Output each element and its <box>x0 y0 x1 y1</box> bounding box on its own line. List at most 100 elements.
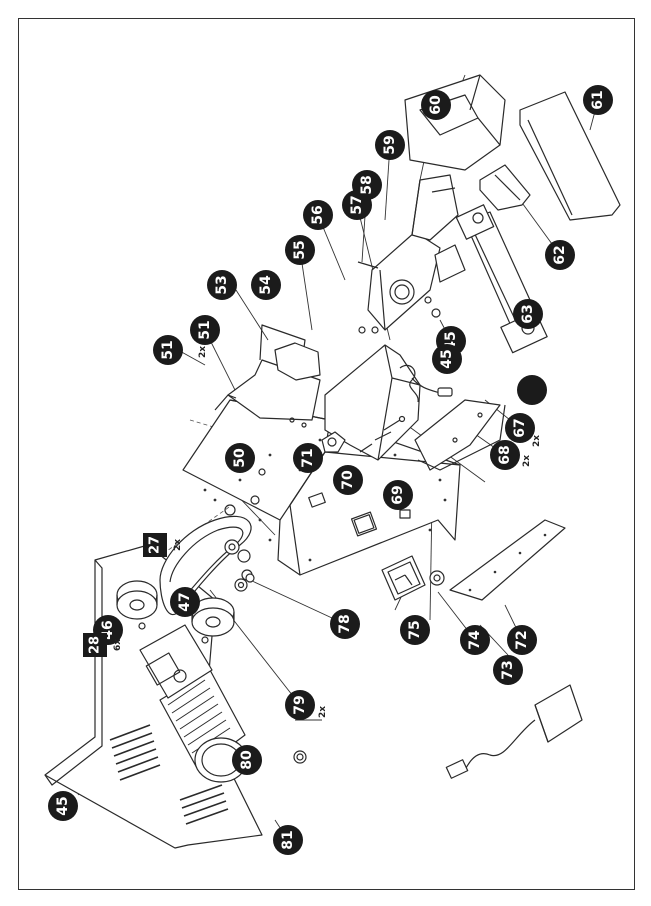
callout-c71: 71 <box>293 443 323 473</box>
reference-box-b28: 28 <box>83 633 107 657</box>
callout-number: 50 <box>232 448 248 468</box>
part-78-spacer <box>245 573 255 583</box>
reference-number: 27 <box>147 535 163 555</box>
callout-c47: 47 <box>170 587 200 617</box>
part-58-chute-body <box>367 231 441 334</box>
quantity-label-q79: 2x <box>318 705 328 719</box>
reference-box-b27: 27 <box>143 533 167 557</box>
callout-c81: 81 <box>273 825 303 855</box>
callout-number: 75 <box>407 620 423 640</box>
callout-disc <box>170 587 200 617</box>
callout-disc <box>333 465 363 495</box>
part-68-pins <box>374 415 406 441</box>
callout-disc <box>303 200 333 230</box>
small-washers <box>138 622 307 764</box>
part-70-knob <box>321 431 346 453</box>
callout-disc <box>493 655 523 685</box>
callout-c73: 73 <box>493 655 523 685</box>
part-46-pulley <box>116 580 158 620</box>
callout-c53: 53 <box>207 270 237 300</box>
callout-c79: 79 <box>285 690 315 720</box>
part-61-long-cover <box>519 91 621 221</box>
part-69-screw <box>359 443 373 453</box>
callout-disc <box>232 745 262 775</box>
callout-c51a: 51 <box>153 335 183 365</box>
callout-number: 79 <box>292 695 308 715</box>
callout-number: 55 <box>292 240 308 260</box>
part-62-bracket <box>479 164 531 211</box>
callout-c68: 68 <box>490 440 520 470</box>
callout-number: 68 <box>497 445 513 465</box>
callout-disc <box>400 615 430 645</box>
callout-c50: 50 <box>225 443 255 473</box>
callout-number: 54 <box>258 275 274 295</box>
callout-number: 73 <box>500 660 516 680</box>
callout-number: 60 <box>428 95 444 115</box>
callout-number: 74 <box>467 630 483 650</box>
callout-disc <box>352 170 382 200</box>
callout-disc <box>153 335 183 365</box>
callout-number: 53 <box>214 275 230 295</box>
callout-disc <box>285 235 315 265</box>
callout-disc <box>505 413 535 443</box>
quantity-label-q67: 2x <box>532 434 542 448</box>
callout-c72: 72 <box>507 625 537 655</box>
callout-disc <box>273 825 303 855</box>
callout-disc <box>517 375 547 405</box>
part-73-foot-pedal <box>445 684 583 779</box>
part-45-washers <box>358 244 466 334</box>
callout-c67: 67 <box>505 413 535 443</box>
callout-number: 45 <box>439 349 455 369</box>
callout-c70: 70 <box>333 465 363 495</box>
callout-disc <box>583 85 613 115</box>
callout-disc <box>375 130 405 160</box>
part-80-nut <box>296 753 304 761</box>
callout-c74: 74 <box>460 625 490 655</box>
callout-c63: 63 <box>513 299 543 329</box>
callout-c45a: 45 <box>48 791 78 821</box>
callout-number: 67 <box>512 418 528 438</box>
callout-disc <box>421 90 451 120</box>
callout-c59: 59 <box>375 130 405 160</box>
callout-number: 58 <box>359 175 375 195</box>
part-72-strip <box>449 519 566 601</box>
callout-c55: 55 <box>285 235 315 265</box>
callout-number: 70 <box>340 470 356 490</box>
part-74-connector <box>429 570 445 586</box>
callout-disc <box>513 299 543 329</box>
callout-number: 62 <box>552 245 568 265</box>
callout-number: 45 <box>55 796 71 816</box>
callout-disc <box>460 625 490 655</box>
callout-disc <box>293 443 323 473</box>
callout-number: 78 <box>337 614 353 634</box>
callout-number: 47 <box>177 592 193 612</box>
callout-disc <box>490 440 520 470</box>
callout-number: 51 <box>197 320 213 340</box>
callout-disc <box>507 625 537 655</box>
quantity-label-q28: 6x <box>113 638 123 652</box>
callout-disc <box>225 443 255 473</box>
callout-c69: 69 <box>383 480 413 510</box>
part-67-bracket <box>414 399 506 471</box>
callout-c60: 60 <box>421 90 451 120</box>
callout-c78: 78 <box>330 609 360 639</box>
part-81-motor <box>139 624 248 783</box>
callout-c54: 54 <box>251 270 281 300</box>
callout-disc <box>251 270 281 300</box>
callout-c56: 56 <box>303 200 333 230</box>
quantity-label-q27: 2x <box>173 538 183 552</box>
reference-number: 28 <box>87 635 103 655</box>
part-54-cover <box>274 342 321 381</box>
callout-c61: 61 <box>583 85 613 115</box>
callout-c80: 80 <box>232 745 262 775</box>
callout-number: 61 <box>590 90 606 110</box>
callout-c75: 75 <box>400 615 430 645</box>
part-57-fastener <box>357 261 379 269</box>
part-79-pulley <box>191 597 235 637</box>
callout-disc <box>285 690 315 720</box>
callout-number: 81 <box>280 830 296 850</box>
callout-number: 80 <box>239 750 255 770</box>
callout-c51b: 51 <box>190 315 220 345</box>
part-75-switch <box>381 555 426 601</box>
